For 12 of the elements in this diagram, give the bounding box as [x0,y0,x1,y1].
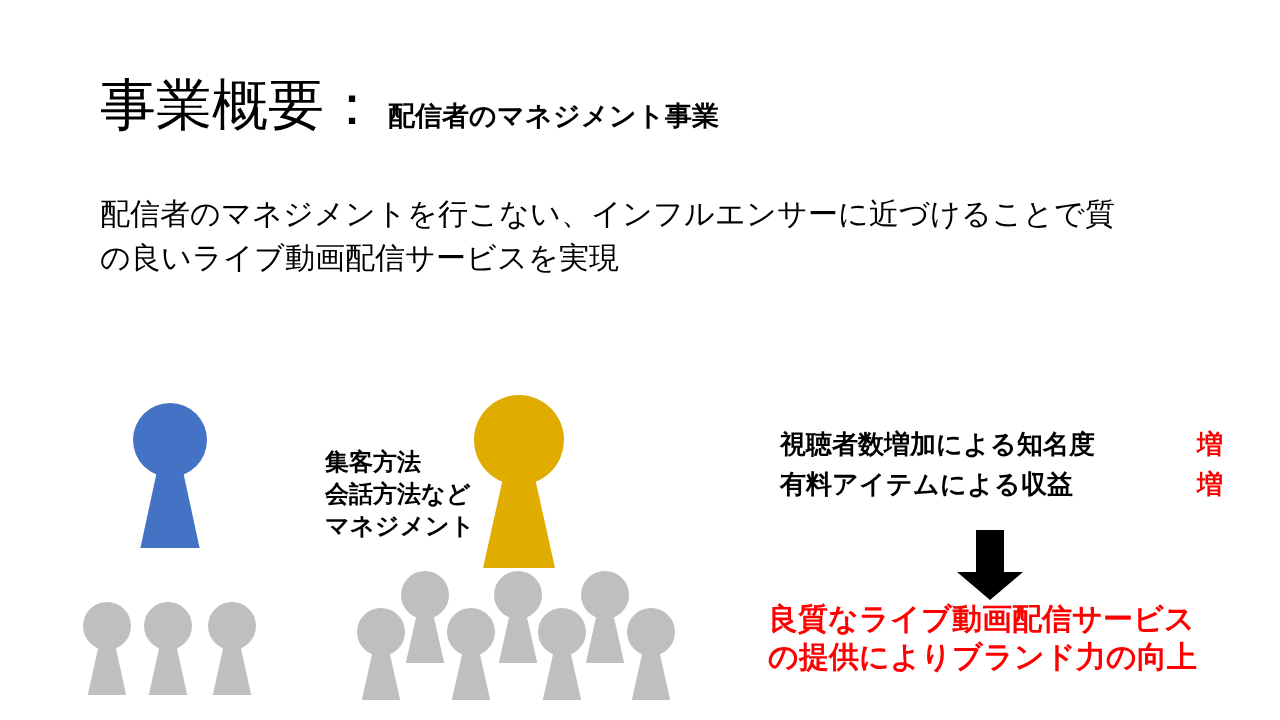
note-text: マネジメント [325,511,475,542]
conclusion-text: 良質なライブ動画配信サービスの提供によりブランド力の向上 [768,600,1220,684]
increase-mark: 増 [1197,468,1223,501]
note-text: 会話方法など [325,479,471,510]
result-text: 視聴者数増加による知名度 [780,428,1095,461]
result-text: 有料アイテムによる収益 [780,468,1073,501]
down-arrow [957,530,1023,600]
subtitle: 配信者のマネジメント事業 [388,99,719,133]
increase-mark: 増 [1197,428,1223,461]
description-text: 配信者のマネジメントを行こない、インフルエンサーに近づけることで質の良いライブ動画配信サービスを実現 [100,195,1116,277]
note-text: 集客方法 [325,447,421,478]
slide-title: 事業概要： [100,71,380,139]
